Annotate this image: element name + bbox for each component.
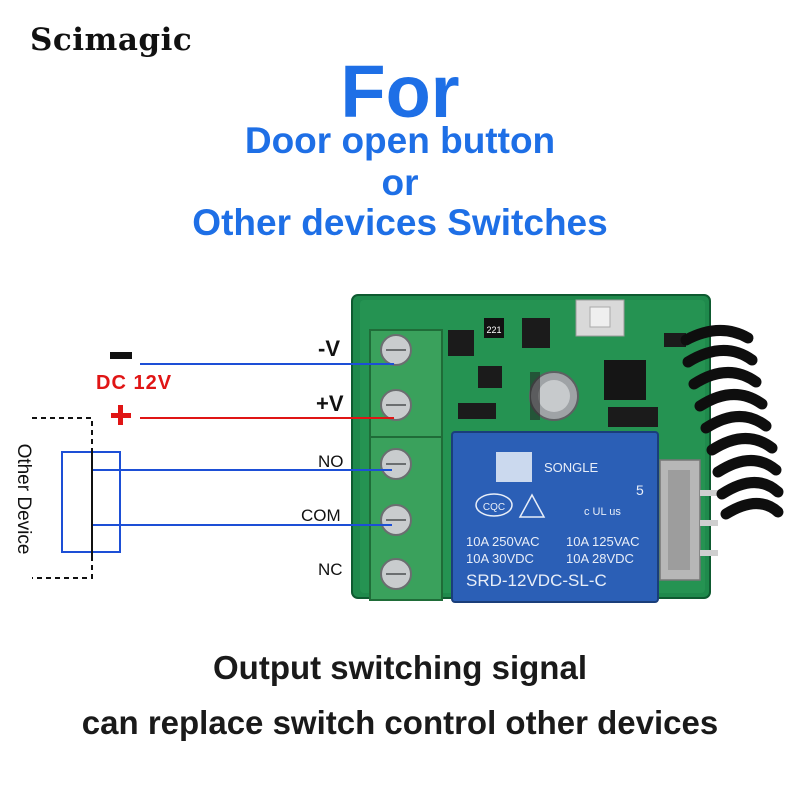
heading-line-2: or [381, 162, 419, 203]
terminal-screw-pos [380, 389, 412, 421]
brand-logo: Scimagic [30, 22, 193, 58]
relay: SONGLE CQC 5 c UL us 10A 250VAC 10A 125V… [451, 431, 659, 603]
relay-rating-c: 10A 30VDC [466, 551, 534, 566]
heading-line-1: Door open button [244, 120, 556, 161]
relay-rating-a: 10A 250VAC [466, 534, 539, 549]
relay-rating-b: 10A 125VAC [566, 534, 639, 549]
terminal-label-pos: +V [316, 391, 344, 416]
relay-rating-d: 10A 28VDC [566, 551, 634, 566]
footer-line-2: can replace switch control other devices [81, 704, 719, 741]
receiver-module [659, 459, 718, 581]
heading-line-3: Other devices Switches [192, 202, 608, 243]
relay-cert-mark: CQC [483, 502, 505, 513]
terminal-screw-com [380, 504, 412, 536]
terminal-screw-neg [380, 334, 412, 366]
other-device-label: Other Device [13, 443, 34, 555]
antenna-coil [680, 324, 784, 520]
footer-line-1: Output switching signal [213, 649, 587, 686]
relay-model: SRD-12VDC-SL-C [466, 571, 607, 590]
relay-ul-mark: c UL us [584, 506, 621, 518]
resistor-code: 221 [486, 325, 501, 335]
terminal-screw-no [380, 448, 412, 480]
relay-brand: SONGLE [544, 460, 599, 475]
terminal-label-nc: NC [318, 560, 343, 579]
terminal-label-com: COM [301, 506, 341, 525]
terminal-label-neg: -V [318, 336, 340, 361]
power-label: DC 12V [96, 372, 173, 394]
terminal-block [369, 329, 443, 601]
terminal-screw-nc [380, 558, 412, 590]
terminal-label-no: NO [318, 452, 344, 471]
plus-icon-vertical [118, 405, 123, 425]
other-device-label-box: Other Device [8, 420, 38, 578]
minus-icon [110, 352, 132, 359]
relay-number: 5 [636, 482, 644, 498]
heading-title: For [340, 50, 460, 133]
